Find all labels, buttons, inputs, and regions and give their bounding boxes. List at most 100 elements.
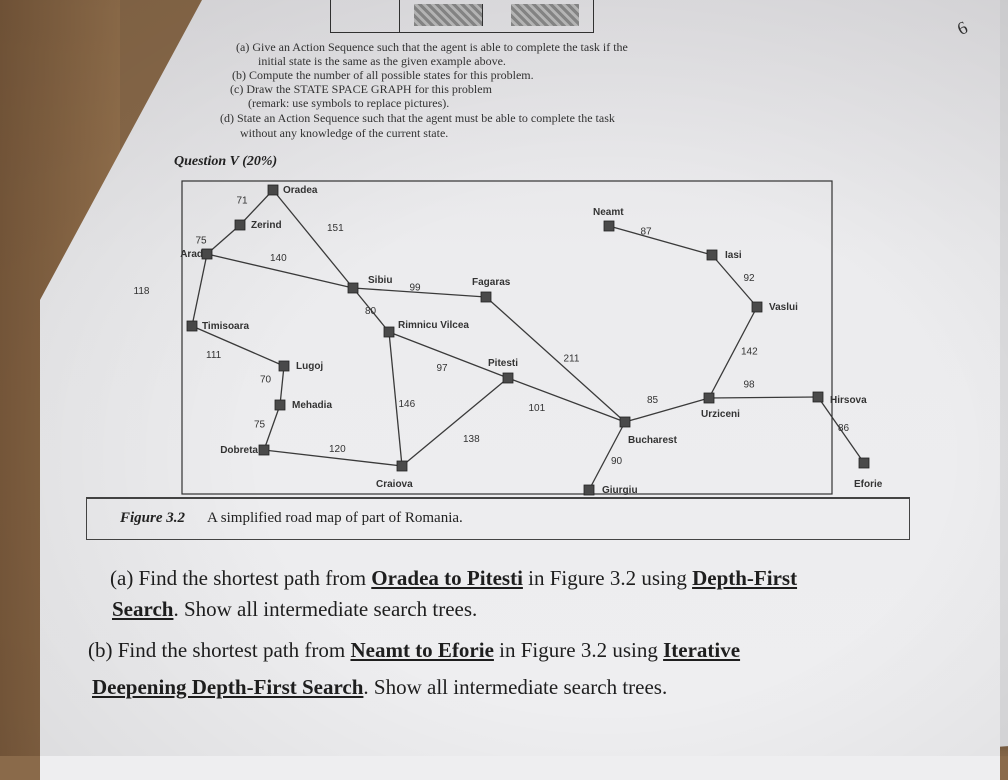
road-urziceni-hirsova: [708, 396, 819, 399]
question-heading: Question V (20%): [174, 154, 278, 169]
top-box-picture: [511, 4, 579, 26]
road-hirsova-eforie: [817, 396, 865, 464]
road-distance-timisoara-lugoj: 111: [206, 350, 222, 361]
map-frame: [181, 180, 833, 495]
question-item-d-cont: without any knowledge of the current sta…: [240, 126, 449, 140]
figure-number: Figure 3.2: [120, 510, 186, 526]
road-dobreta-craiova: [263, 449, 403, 467]
road-sibiu-fagaras: [352, 287, 487, 298]
road-rimnicu-pitesti: [388, 331, 509, 379]
city-marker-dobreta: [258, 444, 270, 456]
city-label-eforie: Eforie: [854, 479, 883, 490]
road-urziceni-vaslui: [708, 306, 758, 399]
city-marker-giurgiu: [583, 484, 595, 496]
part-a-prefix: (a) Find the shortest path from: [110, 566, 372, 590]
road-zerind-arad: [206, 224, 241, 255]
road-bucharest-urziceni: [624, 397, 710, 423]
road-distance-zerind-arad: 75: [196, 236, 208, 247]
road-mehadia-dobreta: [263, 404, 281, 451]
road-distance-bucharest-urziceni: 85: [647, 395, 659, 406]
roads-layer: 7175151140118111707512099809714613821110…: [134, 189, 865, 491]
city-label-rimnicu: Rimnicu Vilcea: [398, 320, 469, 331]
city-label-neamt: Neamt: [593, 207, 624, 218]
part-a-middle: in Figure 3.2 using: [522, 566, 693, 590]
cities-layer: OradeaZerindAradTimisoaraLugojMehadiaDob…: [180, 184, 883, 496]
top-box-picture: [414, 4, 483, 26]
road-distance-arad-sibiu: 140: [270, 253, 287, 264]
road-distance-rimnicu-craiova: 146: [399, 399, 416, 410]
city-marker-timisoara: [186, 320, 198, 332]
part-b-suffix: . Show all intermediate search trees.: [363, 675, 668, 699]
figure-caption: A simplified road map of part of Romania…: [207, 510, 463, 526]
road-pitesti-bucharest: [507, 377, 626, 423]
exam-paper-sheet: [40, 0, 1000, 780]
city-marker-oradea: [267, 184, 279, 196]
road-distance-vaslui-iasi: 92: [744, 273, 756, 284]
city-marker-rimnicu: [383, 326, 395, 338]
road-distance-oradea-sibiu: 151: [327, 223, 344, 234]
road-sibiu-rimnicu: [352, 287, 390, 333]
road-lugoj-mehadia: [279, 365, 285, 406]
city-label-pitesti: Pitesti: [488, 358, 518, 369]
city-label-bucharest: Bucharest: [628, 435, 678, 446]
road-craiova-pitesti: [401, 377, 509, 467]
part-b-route: Neamt to Eforie: [350, 638, 494, 662]
part-b-line-1: (b) Find the shortest path from Neamt to…: [88, 638, 740, 663]
top-picture-boxes: [330, 0, 594, 33]
city-label-mehadia: Mehadia: [292, 400, 332, 411]
question-item-c: (c) Draw the STATE SPACE GRAPH for this …: [230, 82, 492, 96]
city-marker-mehadia: [274, 399, 286, 411]
city-label-craiova: Craiova: [376, 479, 413, 490]
road-distance-iasi-neamt: 87: [641, 227, 653, 238]
city-label-sibiu: Sibiu: [368, 275, 392, 286]
road-distance-urziceni-vaslui: 142: [741, 347, 758, 358]
road-rimnicu-craiova: [388, 331, 403, 467]
road-distance-fagaras-bucharest: 211: [564, 354, 580, 365]
part-a-line-1: (a) Find the shortest path from Oradea t…: [110, 566, 797, 591]
city-label-dobreta: Dobreta: [220, 445, 258, 456]
road-distance-sibiu-fagaras: 99: [410, 283, 422, 294]
road-distance-rimnicu-pitesti: 97: [437, 363, 449, 374]
romania-road-map: 7175151140118111707512099809714613821110…: [134, 180, 883, 496]
city-marker-neamt: [603, 220, 615, 232]
road-arad-timisoara: [191, 253, 208, 327]
road-fagaras-bucharest: [485, 296, 626, 423]
part-a-suffix: . Show all intermediate search trees.: [173, 597, 478, 621]
question-item-d: (d) State an Action Sequence such that t…: [220, 111, 615, 125]
city-marker-iasi: [706, 249, 718, 261]
city-marker-sibiu: [347, 282, 359, 294]
city-marker-bucharest: [619, 416, 631, 428]
city-marker-zerind: [234, 219, 246, 231]
city-marker-craiova: [396, 460, 408, 472]
question-item-b: (b) Compute the number of all possible s…: [232, 68, 534, 82]
city-label-oradea: Oradea: [283, 185, 318, 196]
city-label-iasi: Iasi: [725, 250, 742, 261]
road-iasi-neamt: [608, 225, 713, 256]
road-oradea-sibiu: [272, 189, 354, 289]
city-label-urziceni: Urziceni: [701, 409, 740, 420]
part-b-middle: in Figure 3.2 using: [493, 638, 664, 662]
road-distance-dobreta-craiova: 120: [329, 444, 346, 455]
road-distance-sibiu-rimnicu: 80: [365, 306, 377, 317]
city-label-giurgiu: Giurgiu: [602, 485, 638, 496]
part-b-line-2: Deepening Depth-First Search. Show all i…: [92, 675, 667, 700]
top-box-cell: [331, 0, 400, 32]
city-marker-eforie: [858, 457, 870, 469]
road-vaslui-iasi: [711, 254, 758, 308]
part-b-method-2: Deepening Depth-First Search: [92, 675, 364, 699]
part-a-method-1: Depth-First: [692, 566, 798, 590]
road-distance-urziceni-hirsova: 98: [744, 380, 756, 391]
part-a-route: Oradea to Pitesti: [371, 566, 523, 590]
city-marker-lugoj: [278, 360, 290, 372]
city-marker-urziceni: [703, 392, 715, 404]
road-oradea-zerind: [239, 189, 274, 226]
road-bucharest-giurgiu: [588, 421, 626, 491]
part-a-method-2: Search: [112, 597, 174, 621]
question-item-a-cont: initial state is the same as the given e…: [258, 54, 506, 68]
part-a-line-2: Search. Show all intermediate search tre…: [112, 597, 477, 622]
road-distance-oradea-zerind: 71: [237, 196, 249, 207]
part-b-prefix: (b) Find the shortest path from: [88, 638, 351, 662]
road-distance-bucharest-giurgiu: 90: [611, 456, 623, 467]
question-item-a: (a) Give an Action Sequence such that th…: [236, 40, 628, 54]
road-timisoara-lugoj: [191, 325, 285, 367]
